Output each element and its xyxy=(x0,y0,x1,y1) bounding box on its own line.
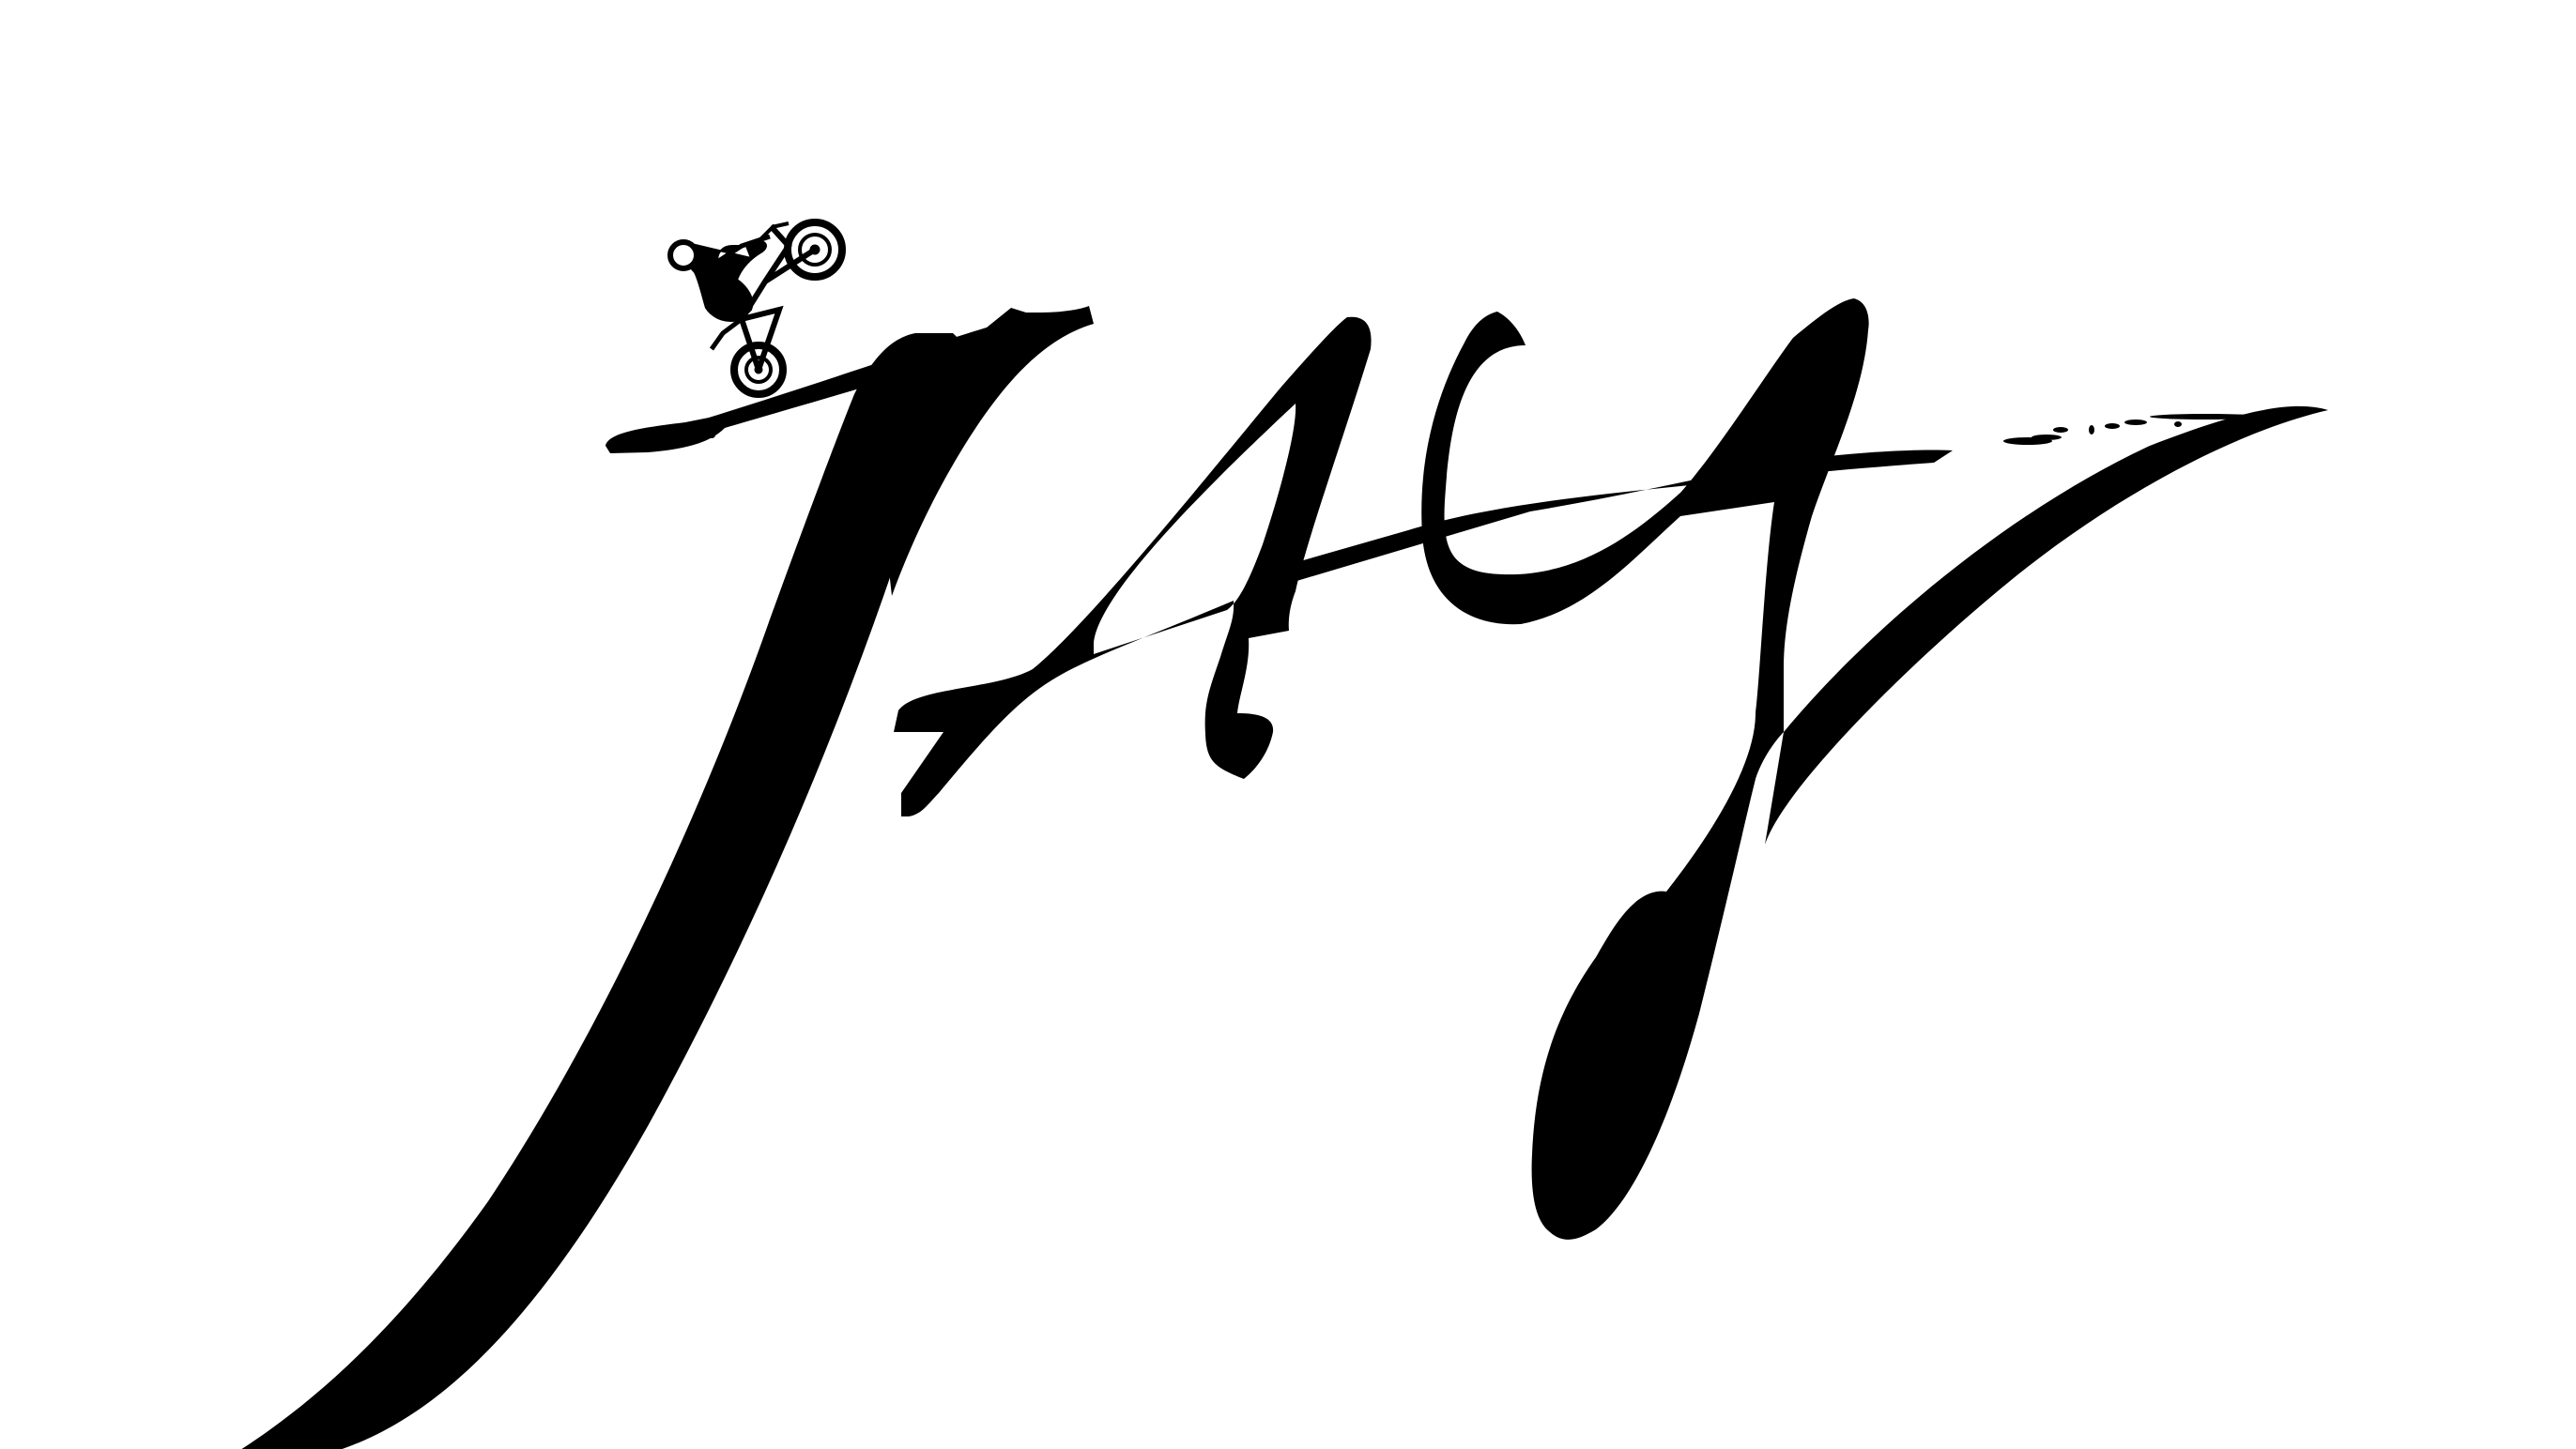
wordmark-glyphs xyxy=(241,298,2328,1449)
underline-swash xyxy=(606,322,2328,845)
letter-j-cap xyxy=(887,306,1094,596)
motorcycle-wheelie-rider-icon xyxy=(667,219,846,398)
trail-dot-5 xyxy=(2105,423,2120,429)
trail-dot-3 xyxy=(2053,427,2068,433)
trail-dot-8 xyxy=(2150,414,2262,419)
swash-dot-2 xyxy=(691,436,702,442)
trail-dot-4 xyxy=(2089,425,2094,435)
letter-y xyxy=(1421,298,1869,1240)
letter-j xyxy=(241,333,974,1449)
trail-dot-2 xyxy=(2032,435,2062,440)
swash-dot-1 xyxy=(674,438,682,444)
swash-dot-3 xyxy=(708,433,715,438)
trail-dot-6 xyxy=(2124,419,2147,425)
letter-a xyxy=(894,316,1372,817)
helmet-icon xyxy=(667,239,699,271)
trail-dot-7 xyxy=(2174,421,2182,427)
